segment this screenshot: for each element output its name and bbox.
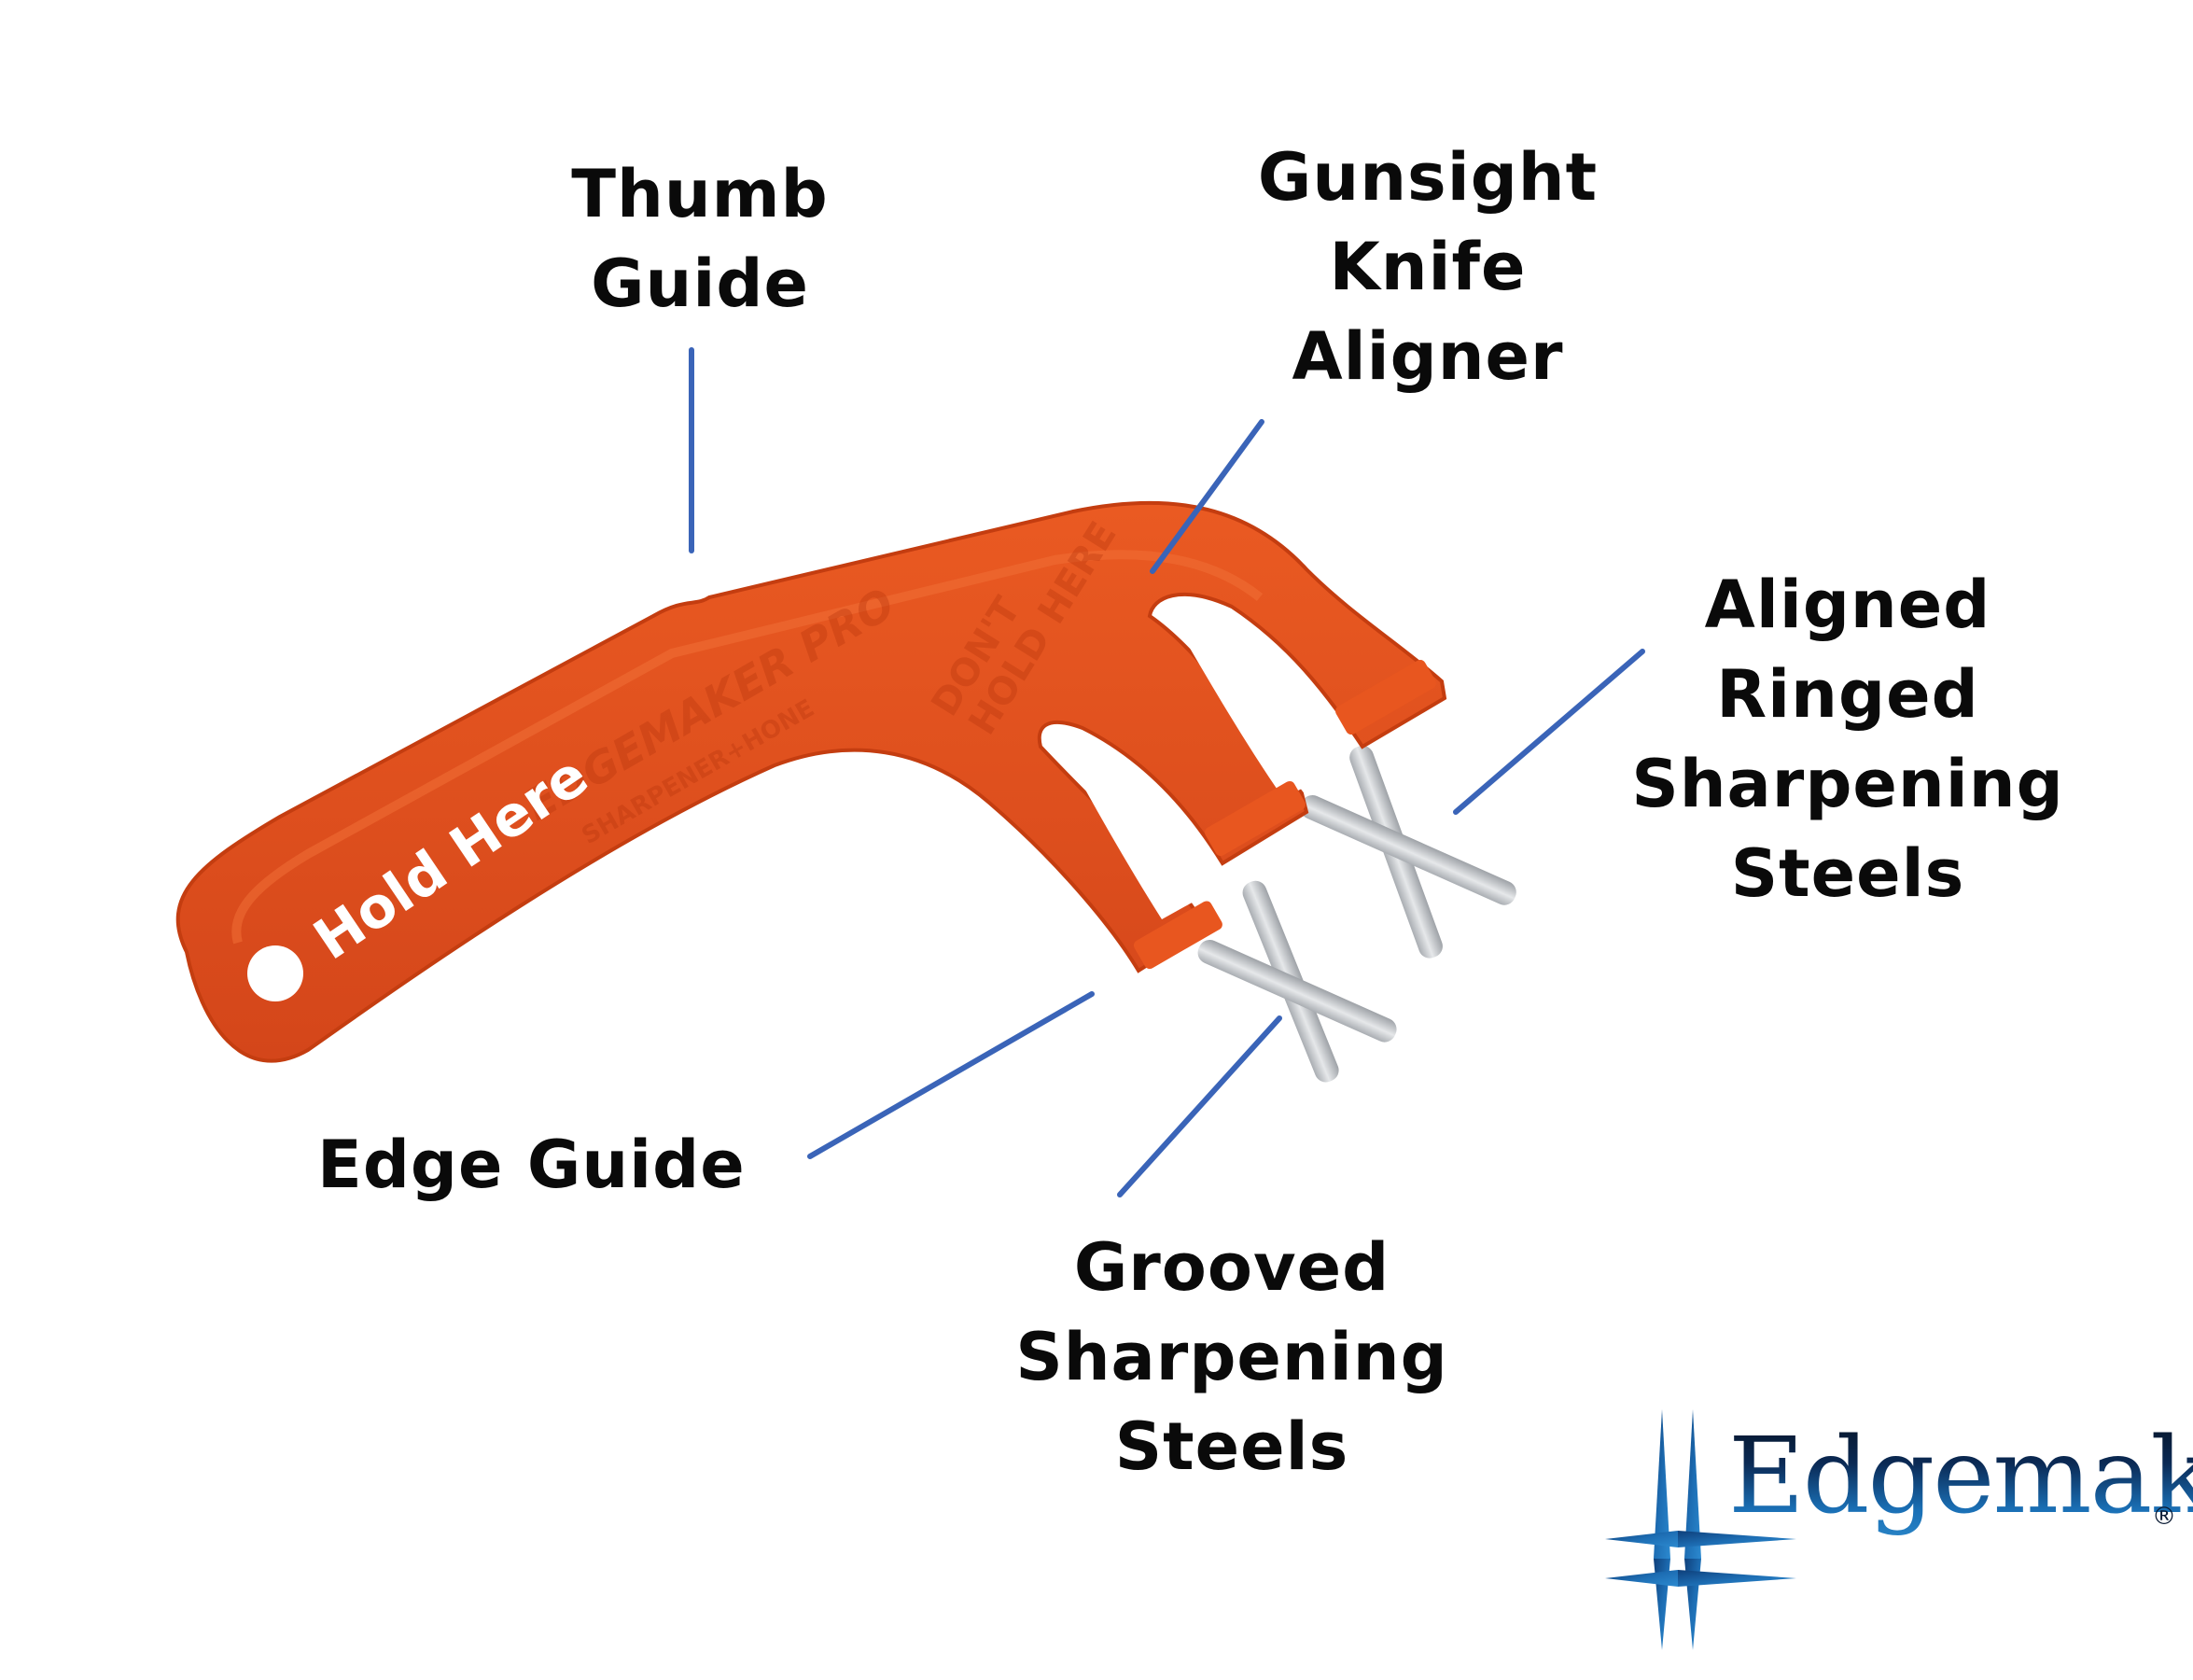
label-line: Gunsight — [1257, 139, 1599, 216]
compass-star-icon — [1605, 1409, 1796, 1650]
aligned-slot-opening — [1171, 616, 1330, 798]
label-line: Ringed — [1716, 656, 1979, 733]
label-line: Knife — [1329, 229, 1527, 305]
label-line: Sharpening — [1015, 1319, 1448, 1395]
label-line: Aligner — [1292, 318, 1564, 395]
registered-mark: ® — [2152, 1503, 2176, 1531]
sharpener-body — [175, 500, 1447, 1063]
label-line: Sharpening — [1631, 746, 2064, 822]
label-line: Steels — [1114, 1408, 1349, 1485]
label-edge-guide: Edge Guide — [317, 1120, 803, 1210]
edgemaker-logo: Edgemaker ® — [1596, 1391, 2193, 1671]
leader-aligned-steels — [1453, 649, 1645, 815]
label-aligned-ringed-steels: Aligned Ringed Sharpening Steels — [1586, 560, 2109, 918]
label-line: Thumb — [571, 156, 829, 232]
label-grooved-steels: Grooved Sharpening Steels — [971, 1223, 1493, 1491]
grooved-steels — [1197, 880, 1397, 1083]
aligned-ringed-steels — [1300, 745, 1516, 959]
leader-lines — [689, 347, 1645, 1197]
leader-edge-guide — [807, 991, 1095, 1159]
label-thumb-guide: Thumb Guide — [523, 149, 877, 329]
leader-gunsight — [1150, 419, 1264, 574]
logo-wordmark: Edgemaker — [1728, 1411, 2193, 1542]
label-line: Guide — [591, 245, 809, 322]
leader-grooved-steels — [1117, 1015, 1282, 1197]
label-gunsight-knife-aligner: Gunsight Knife Aligner — [1204, 133, 1652, 401]
label-line: Edge Guide — [317, 1127, 746, 1203]
hang-hole — [247, 945, 303, 1001]
label-line: Aligned — [1704, 567, 1991, 643]
label-line: Steels — [1730, 835, 1965, 912]
grooved-slot-opening — [1059, 742, 1204, 919]
label-line: Grooved — [1073, 1229, 1390, 1306]
